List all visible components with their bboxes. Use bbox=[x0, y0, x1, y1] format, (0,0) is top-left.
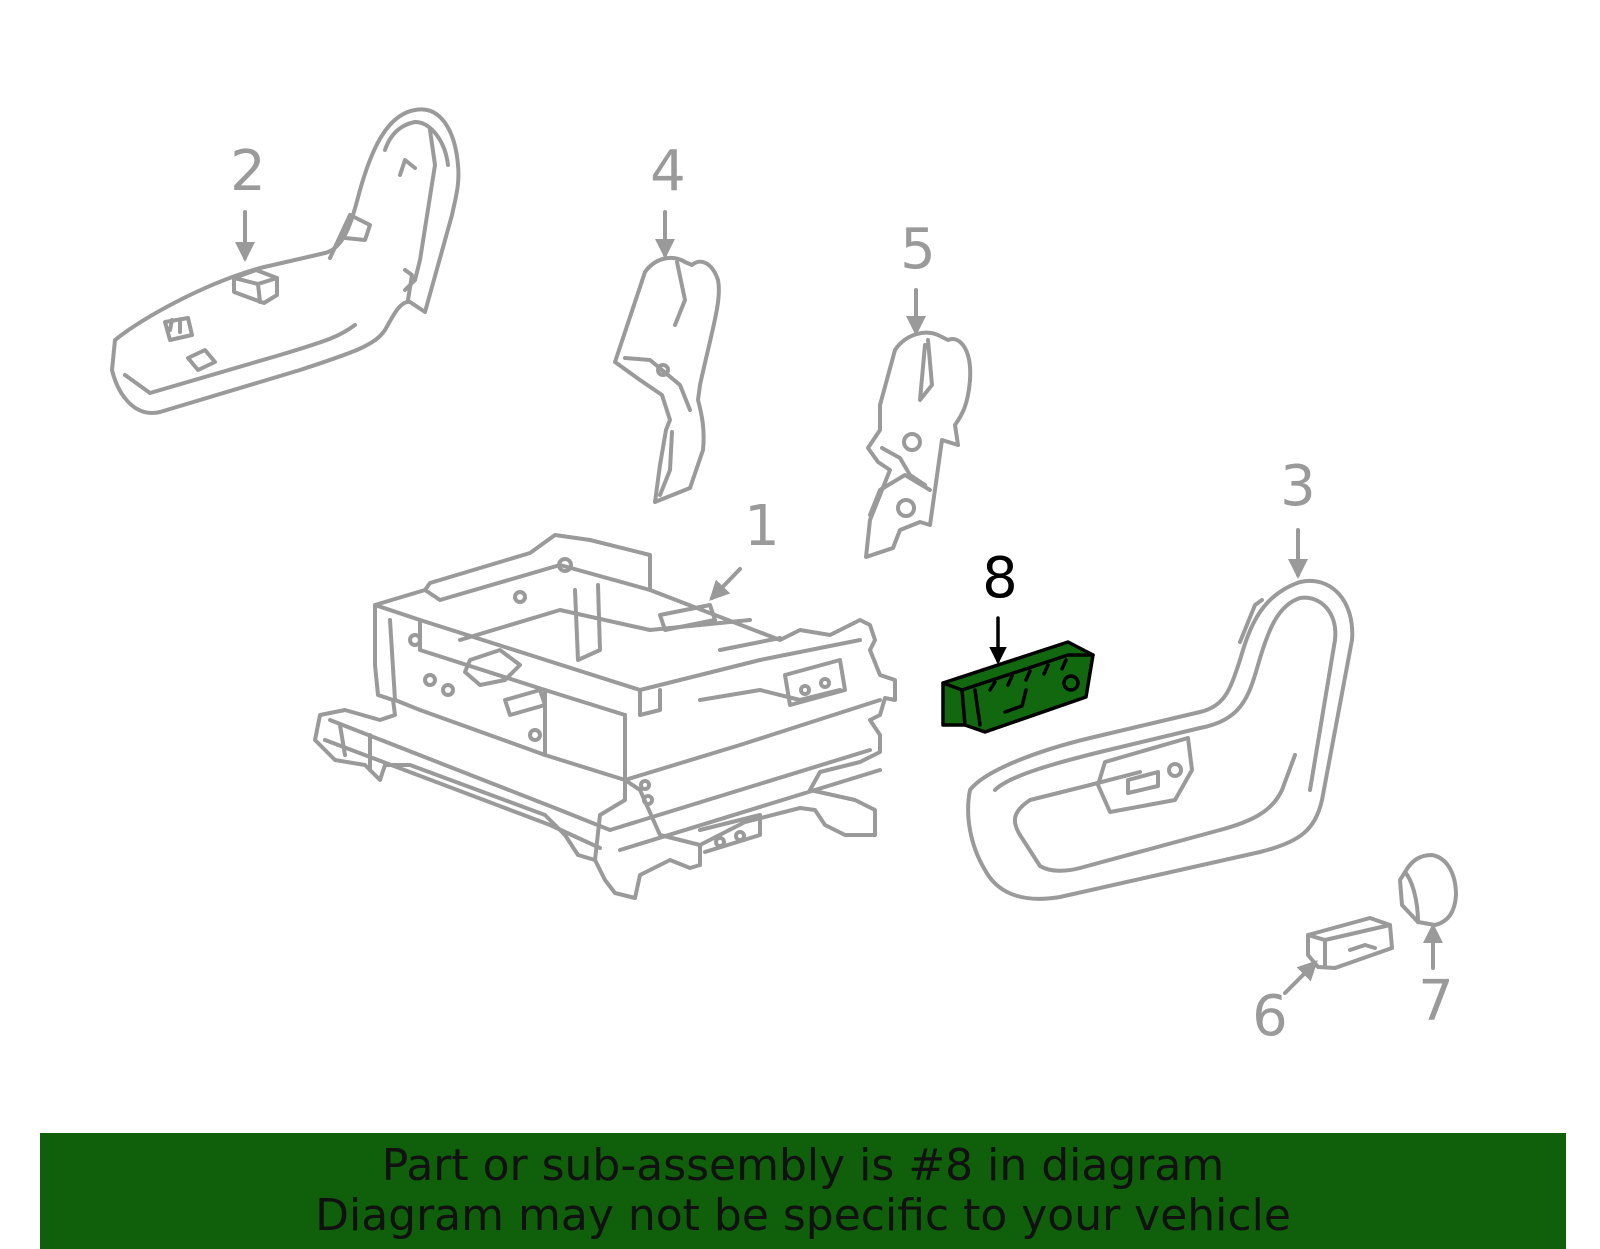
leader-6 bbox=[1283, 960, 1318, 995]
callout-4: 4 bbox=[650, 139, 686, 204]
callout-3: 3 bbox=[1280, 454, 1316, 519]
part-2-side-cover-outer bbox=[110, 107, 461, 415]
info-banner: Part or sub-assembly is #8 in diagram Di… bbox=[40, 1133, 1566, 1249]
part-4-bracket bbox=[613, 255, 721, 504]
part-7-cap bbox=[1398, 853, 1458, 927]
callout-8: 8 bbox=[982, 546, 1018, 611]
callout-6: 6 bbox=[1252, 984, 1288, 1049]
leader-1 bbox=[709, 567, 742, 601]
callout-1: 1 bbox=[744, 494, 780, 559]
part-1-seat-frame bbox=[313, 533, 897, 900]
callout-5: 5 bbox=[900, 217, 936, 282]
banner-line-disclaimer: Diagram may not be specific to your vehi… bbox=[315, 1190, 1291, 1241]
part-6-knob bbox=[1306, 916, 1394, 970]
part-8-switch-highlighted bbox=[941, 616, 1095, 734]
callout-2: 2 bbox=[230, 139, 266, 204]
callout-7: 7 bbox=[1418, 969, 1454, 1034]
part-3-side-cover bbox=[966, 578, 1355, 901]
part-5-bracket bbox=[864, 330, 973, 559]
banner-line-part: Part or sub-assembly is #8 in diagram bbox=[381, 1140, 1225, 1191]
